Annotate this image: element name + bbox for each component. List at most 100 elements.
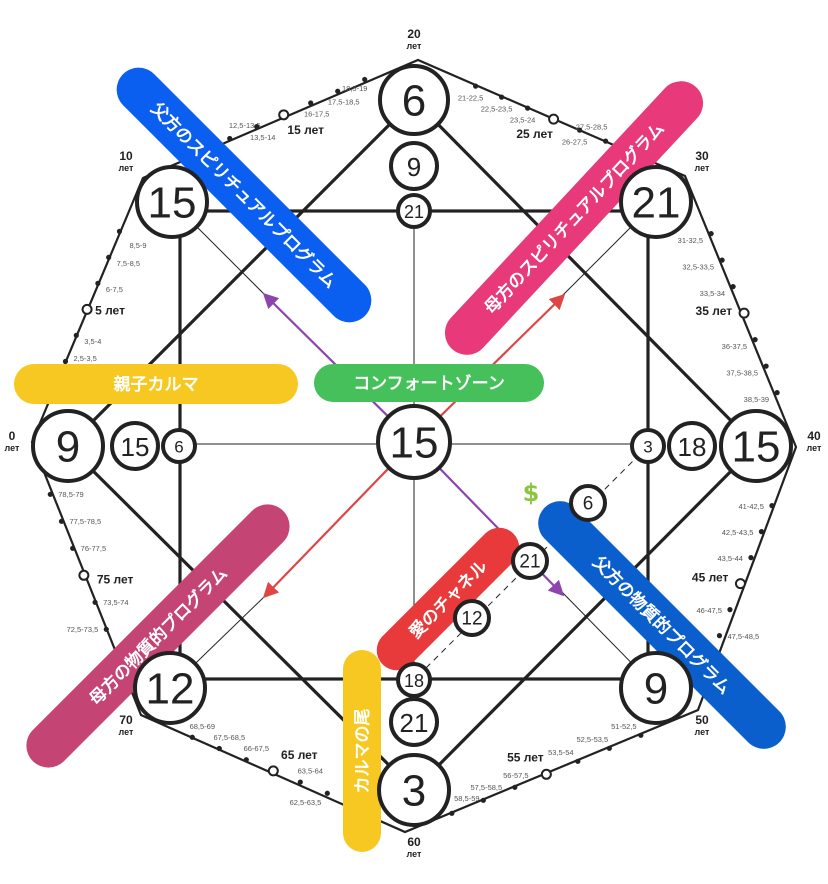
- age-marker-dot: [774, 390, 780, 396]
- age-label: 63,5-64: [298, 767, 323, 776]
- age-label: 25 лет: [516, 127, 553, 141]
- age-marker-open: [267, 765, 279, 777]
- age-marker-dot: [758, 529, 765, 535]
- node-circle: [619, 165, 693, 239]
- node-circle: [377, 753, 451, 827]
- age-label: 22,5-23,5: [481, 105, 513, 114]
- age-marker-open: [734, 578, 746, 590]
- age-label: 31-32,5: [678, 236, 703, 245]
- age-label: 52,5-53,5: [576, 735, 608, 744]
- zone-pill-parent-child-karma: 親子カルマ: [14, 364, 298, 404]
- node-right: 15: [719, 409, 793, 483]
- decade-unit: лет: [807, 443, 822, 453]
- age-label: 41-42,5: [739, 502, 764, 511]
- age-marker-dot: [95, 280, 101, 286]
- age-label: 16-17,5: [304, 110, 329, 119]
- age-label: 42,5-43,5: [722, 528, 754, 537]
- age-marker-dot: [47, 491, 53, 497]
- node-top-left: 15: [135, 165, 209, 239]
- age-marker-open: [278, 109, 290, 121]
- age-marker-dot: [189, 734, 195, 740]
- pill-label: コンフォートゾーン: [353, 374, 505, 394]
- node-circle: [396, 193, 432, 229]
- node-value: 15: [732, 423, 781, 472]
- age-marker-dot: [769, 503, 775, 509]
- decade-unit: лет: [407, 41, 422, 51]
- age-label: 21-22,5: [458, 94, 483, 103]
- pill-label: 親子カルマ: [114, 374, 199, 395]
- age-label: 26-27,5: [562, 138, 587, 147]
- age-label: 6-7,5: [106, 285, 123, 294]
- age-label: 33,5-34: [700, 289, 725, 298]
- age-label: 56-57,5: [503, 771, 528, 780]
- node-value: 18: [404, 671, 424, 691]
- zone-pill-love-channel: 愛のチャネル: [376, 527, 520, 671]
- node-value: 15: [148, 179, 197, 228]
- node-top-3: 21: [396, 193, 432, 229]
- age-octagon: [30, 58, 798, 834]
- pill-background: [116, 67, 372, 323]
- decade-age: 50: [695, 713, 709, 727]
- node-love-1: 6: [569, 484, 607, 522]
- node-circle: [376, 404, 452, 480]
- age-marker-dot: [719, 257, 725, 263]
- age-label: 37,5-38,5: [726, 369, 758, 378]
- age-label: 46-47,5: [697, 606, 722, 615]
- node-circle: [619, 651, 693, 725]
- node-value: 15: [390, 419, 439, 468]
- node-circle: [389, 697, 439, 747]
- decade-age: 0: [9, 429, 16, 443]
- age-label: 51-52,5: [611, 722, 636, 731]
- age-marker-dot: [243, 757, 249, 763]
- age-label: 47,5-48,5: [727, 632, 759, 641]
- node-love-2: 21: [511, 542, 549, 580]
- age-marker-dot: [638, 732, 644, 738]
- age-marker-dot: [499, 94, 505, 100]
- age-label: 75 лет: [97, 572, 134, 586]
- age-label: 35 лет: [696, 304, 733, 318]
- node-left-3: 6: [161, 428, 197, 464]
- node-circle: [569, 484, 607, 522]
- age-marker-dot: [525, 105, 531, 111]
- decade-age: 30: [695, 149, 709, 163]
- age-label: 5 лет: [95, 303, 125, 317]
- age-label: 65 лет: [281, 748, 318, 762]
- node-left: 9: [31, 409, 105, 483]
- age-label: 66-67,5: [244, 744, 269, 753]
- node-value: 18: [678, 432, 707, 462]
- decade-age: 10: [119, 149, 133, 163]
- zone-pill-comfort-zone: コンフォートゾーン: [314, 364, 544, 402]
- age-label: 78,5-79: [58, 490, 83, 499]
- age-marker-dot: [449, 810, 455, 816]
- age-label: 76-77,5: [81, 544, 106, 553]
- age-marker-dot: [308, 100, 314, 106]
- node-bottom-right: 9: [619, 651, 693, 725]
- age-marker-dot: [62, 358, 69, 364]
- age-label: 62,5-63,5: [290, 798, 322, 807]
- age-label: 45 лет: [692, 571, 729, 585]
- age-label: 73,5-74: [103, 598, 128, 607]
- pill-background: [314, 364, 544, 402]
- age-marker-dot: [335, 88, 341, 94]
- age-marker-dot: [730, 284, 736, 290]
- age-marker-open: [738, 307, 750, 319]
- node-center: 15: [376, 404, 452, 480]
- node-bottom-left: 12: [133, 651, 207, 725]
- age-label: 77,5-78,5: [69, 517, 101, 526]
- age-label: 58,5-59: [454, 794, 479, 803]
- age-marker-dot: [603, 138, 609, 144]
- age-label: 57,5-58,5: [470, 783, 502, 792]
- node-bottom-2: 21: [389, 697, 439, 747]
- node-circle: [135, 165, 209, 239]
- age-marker-dot: [216, 745, 222, 752]
- age-label: 18,5-19: [342, 84, 367, 93]
- age-label: 43,5-44: [718, 554, 743, 563]
- age-marker-dot: [297, 779, 303, 785]
- decade-age: 60: [407, 835, 421, 849]
- node-bottom-3: 18: [396, 662, 432, 698]
- node-value: 12: [461, 609, 482, 630]
- pill-background: [26, 504, 290, 768]
